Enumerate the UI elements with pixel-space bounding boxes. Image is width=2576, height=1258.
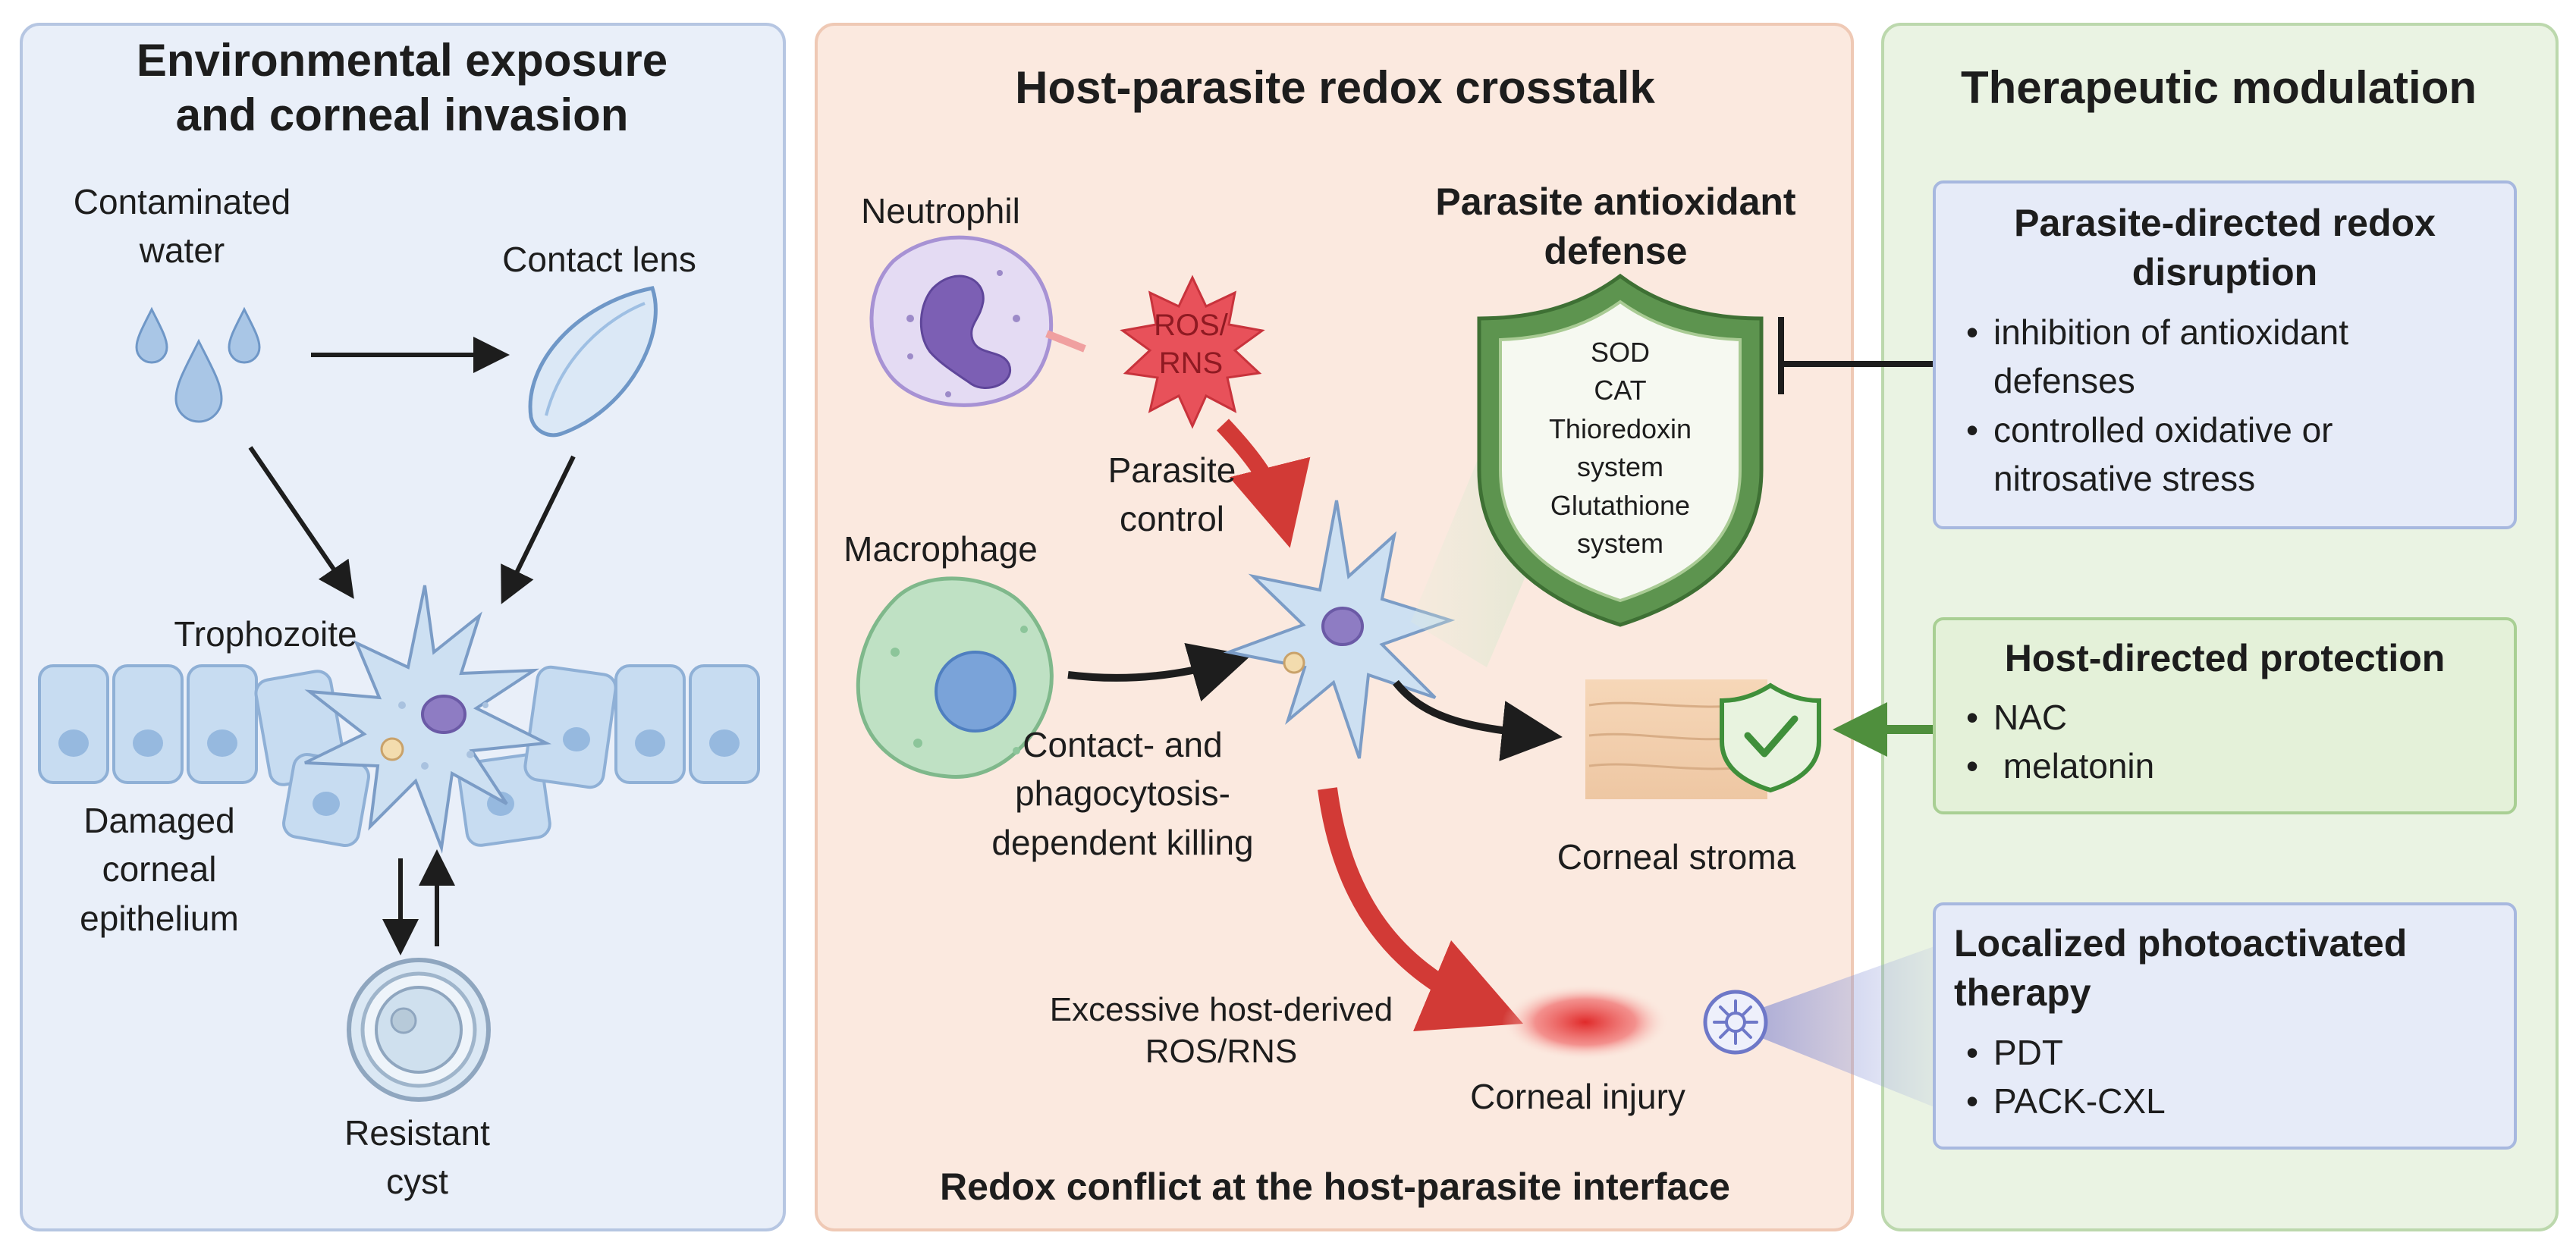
list-item: PDT — [1963, 1028, 2494, 1078]
excessive-ros-label: Excessive host-derived ROS/RNS — [1049, 991, 1393, 1070]
macrophage-icon — [856, 576, 1054, 779]
check-shield-icon — [1720, 682, 1821, 793]
water-to-trophozoite-arrow — [248, 446, 354, 599]
trophozoite-icon — [304, 585, 552, 854]
ros-burst-icon — [1120, 275, 1265, 429]
damaged-epithelium-label: Damaged corneal epithelium — [80, 801, 239, 938]
corneal-injury-spot — [1502, 984, 1669, 1060]
corneal-epithelium-cells — [38, 664, 760, 847]
antioxidant-defense-title: Parasite antioxidant defense — [1435, 180, 1796, 272]
host-directed-list: NAC melatonin — [1963, 693, 2494, 791]
corneal-injury-label: Corneal injury — [1470, 1077, 1685, 1116]
left-panel-title: Environmental exposure and corneal invas… — [136, 35, 668, 140]
parasite-control-label: Parasite control — [1107, 450, 1236, 539]
central-trophozoite-icon — [1223, 500, 1456, 759]
trophozoite-label: Trophozoite — [174, 614, 357, 654]
list-item: melatonin — [1963, 742, 2494, 791]
neutrophil-icon — [869, 235, 1054, 407]
shield-items-label: SOD CAT Thioredoxin system Glutathione s… — [1548, 337, 1692, 559]
photoactivated-list: PDT PACK-CXL — [1963, 1028, 2494, 1126]
light-source-icon — [1703, 990, 1768, 1055]
macrophage-to-parasite-arrow — [1067, 643, 1252, 701]
corneal-stroma-label: Corneal stroma — [1557, 837, 1796, 877]
list-item: NAC — [1963, 693, 2494, 742]
light-beam — [1722, 946, 1934, 1107]
parasite-to-stroma-arrow — [1393, 679, 1563, 761]
parasite-control-arrow — [1217, 419, 1311, 548]
middle-panel-footer: Redox conflict at the host-parasite inte… — [940, 1165, 1730, 1208]
resistant-cyst-label: Resistant cyst — [344, 1113, 490, 1202]
lens-to-trophozoite-arrow — [501, 455, 576, 604]
host-directed-title: Host-directed protection — [2004, 637, 2446, 679]
photoactivated-title: Localized photoactivated therapy — [1954, 922, 2408, 1014]
contact-lens-icon — [528, 286, 658, 438]
list-item: inhibition of antioxidant defenses — [1963, 308, 2494, 406]
list-item: PACK-CXL — [1963, 1077, 2494, 1126]
neutrophil-to-burst — [1045, 330, 1086, 353]
excessive-ros-arrow — [1318, 787, 1523, 1031]
cyst-icon — [347, 958, 491, 1102]
contaminated-water-label: Contaminated water — [73, 182, 291, 271]
macrophage-label: Macrophage — [843, 529, 1038, 569]
neutrophil-label: Neutrophil — [861, 191, 1020, 231]
middle-panel-title: Host-parasite redox crosstalk — [1015, 62, 1655, 113]
contact-killing-label: Contact- and phagocytosis- dependent kil… — [991, 725, 1254, 862]
parasite-directed-title: Parasite-directed redox disruption — [2014, 202, 2436, 293]
contact-lens-label: Contact lens — [502, 240, 696, 279]
right-panel-title: Therapeutic modulation — [1960, 62, 2477, 113]
parasite-directed-list: inhibition of antioxidant defenses contr… — [1963, 308, 2494, 504]
shield-icon — [1477, 273, 1764, 627]
ros-rns-burst-label: ROS/ RNS — [1154, 309, 1228, 380]
water-drop-icon — [135, 306, 261, 423]
list-item: controlled oxidative or nitrosative stre… — [1963, 406, 2494, 504]
